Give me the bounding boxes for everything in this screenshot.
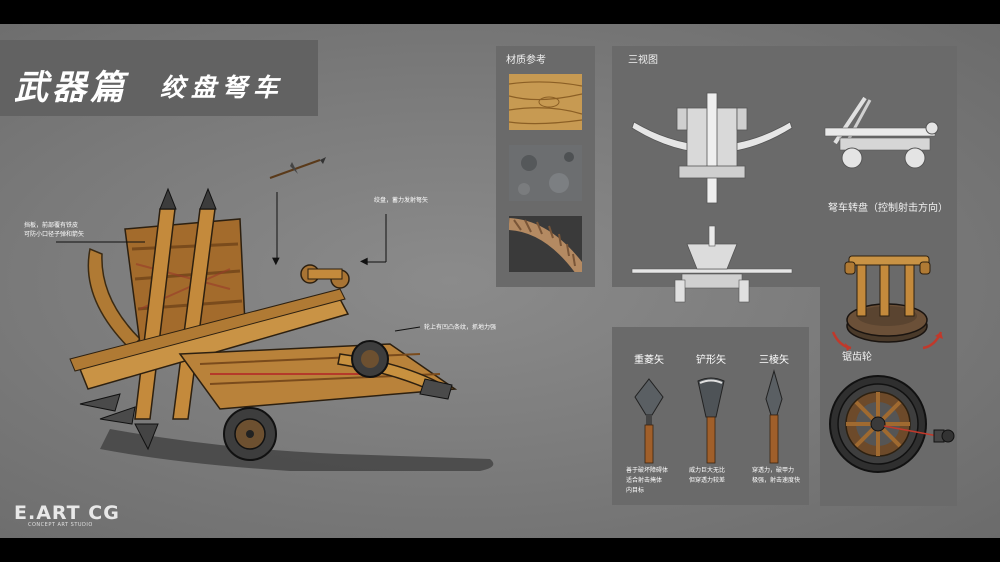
winch-note: 绞盘，蓄力发射弩矢 [374,197,429,204]
arrow-desc-1-line3: 内目标 [626,487,645,494]
arrow-desc-1-line1: 善于破坏障碍体 [626,467,669,474]
turntable-icon [831,255,943,351]
shield-note: 挡板，前部覆有铁皮 可防小口径子弹和箭矢 [24,221,84,239]
concept-sheet: 武器篇 绞盘弩车 [0,24,1000,538]
shield-note-line2: 可防小口径子弹和箭矢 [24,231,85,238]
title-sub: 绞盘弩车 [160,73,285,102]
flying-bolt-icon [269,157,326,179]
saw-gear-icon [829,375,955,473]
arrow-desc-1: 善于破坏障碍体 适合射击掩体 内目标 [626,466,668,496]
arrow-desc-3-line1: 穿透力，破甲力 [752,467,795,474]
arrow-desc-2: 威力巨大无比 但穿透力较差 [689,466,725,486]
turntable-title: 弩车转盘（控制射击方向） [828,203,948,214]
arrow-types-panel: 重菱矢 铲形矢 三棱矢 善于破坏障碍体 适合射击掩体 内目标 威力巨大无比 但穿… [612,327,809,505]
triangular-arrowhead-icon [765,369,783,464]
arrow-desc-2-line2: 但穿透力较差 [689,477,726,484]
arrow-desc-3-line2: 极强，射击速度快 [752,477,801,484]
studio-logo-sub: CONCEPT ART STUDIO [28,522,93,528]
metal-swatch [509,145,582,201]
shovel-arrowhead-icon [697,377,725,464]
annotation-leaders [56,192,421,332]
leader-arrow-2: ◀ [360,256,368,267]
arrow-desc-2-line1: 威力巨大无比 [689,467,726,474]
shield-note-line1: 挡板，前部覆有铁皮 [24,222,79,229]
title-box: 武器篇 绞盘弩车 [0,40,318,116]
winch-icon [300,264,350,289]
gear-title: 锯齿轮 [842,352,872,363]
arrow-desc-1-line2: 适合射击掩体 [626,477,663,484]
material-title: 材质参考 [506,55,546,66]
side-view-drawing [824,96,939,169]
side-wheel-icon [223,407,277,461]
arrow-name-3: 三棱矢 [759,355,789,366]
wood-swatch [509,74,582,130]
rope-swatch [509,216,582,272]
arrow-desc-3: 穿透力，破甲力 极强，射击速度快 [752,466,800,486]
title-main: 武器篇 [14,68,128,108]
front-view-drawing [631,225,793,303]
wheel-note: 轮上有凹凸条纹，抓地力强 [424,324,497,331]
heavy-diamond-arrowhead-icon [634,378,664,464]
three-view-title: 三视图 [628,55,658,66]
front-wheel-icon [351,340,389,378]
arrow-name-2: 铲形矢 [696,355,726,366]
material-panel: 材质参考 [496,46,595,287]
top-view-drawing [631,92,793,204]
leader-arrow-1: ▼ [272,256,280,267]
studio-logo: E.ART CG [14,502,120,524]
ballista-illustration [69,187,494,471]
arrow-name-1: 重菱矢 [634,355,664,366]
